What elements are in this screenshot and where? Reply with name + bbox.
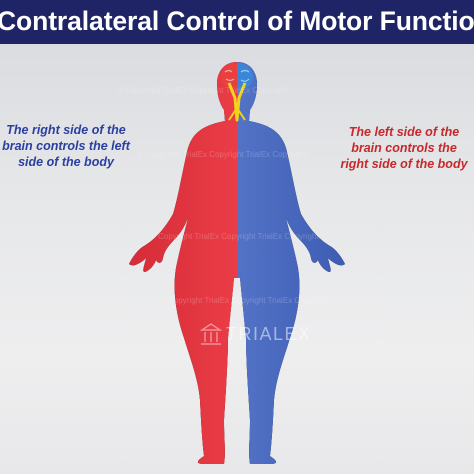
right-body-half: [237, 62, 345, 464]
brain-icon: [221, 63, 253, 90]
watermark-logo: TRIALEX: [198, 318, 310, 348]
left-caption: The right side of the brain controls the…: [2, 123, 130, 169]
brain-left-hemisphere: [221, 63, 237, 90]
title-bar: Contralateral Control of Motor Functions: [0, 0, 474, 44]
nerve-tract-crossing: [227, 82, 247, 122]
body-silhouette: [129, 62, 345, 464]
brain-right-hemisphere: [237, 63, 253, 90]
svg-text:TRIALEX: TRIALEX: [226, 324, 308, 344]
page-title: Contralateral Control of Motor Functions: [0, 6, 474, 36]
right-caption: The left side of the brain controls the …: [340, 125, 468, 171]
